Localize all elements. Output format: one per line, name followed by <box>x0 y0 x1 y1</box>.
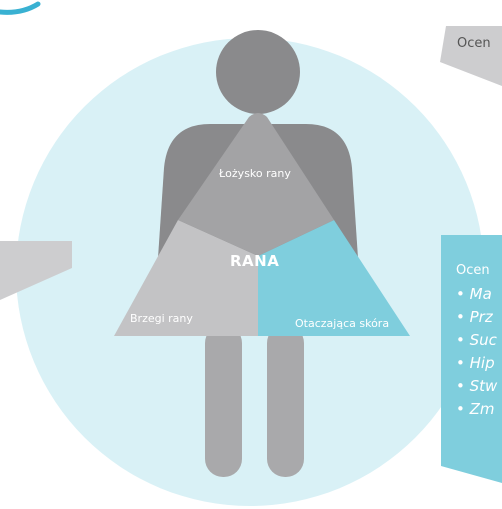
label-wound-bed: Łożysko rany <box>219 167 291 180</box>
figure-head <box>216 30 300 114</box>
segment-surrounding-skin <box>258 220 410 336</box>
figure-right-leg <box>267 325 304 477</box>
figure-left-leg <box>205 325 242 477</box>
label-wound-edges: Brzegi rany <box>130 312 193 325</box>
label-surrounding-skin: Otaczająca skóra <box>295 317 390 330</box>
list-item: Ma <box>456 283 497 306</box>
segment-wound-edges <box>114 220 258 336</box>
list-item: Stw <box>456 375 498 398</box>
wound-triangle <box>114 113 410 336</box>
label-center-wound: RANA <box>230 252 280 270</box>
right-callout: Ocen Ma Prz Suc Hip Stw Zm <box>456 263 497 421</box>
right-callout-list: Ma Prz Suc Hip Stw Zm <box>456 283 498 421</box>
segment-wound-bed <box>178 113 334 256</box>
top-right-callout-title: Ocen <box>457 36 491 51</box>
list-item: Suc <box>456 329 497 352</box>
list-item: Hip <box>456 352 497 375</box>
right-callout-title: Ocen <box>456 263 490 278</box>
top-accent-stroke <box>0 1 41 15</box>
list-item: Prz <box>456 306 497 329</box>
top-right-callout-box <box>440 26 502 86</box>
left-callout-box <box>0 241 72 300</box>
list-item: Zm <box>456 398 497 421</box>
